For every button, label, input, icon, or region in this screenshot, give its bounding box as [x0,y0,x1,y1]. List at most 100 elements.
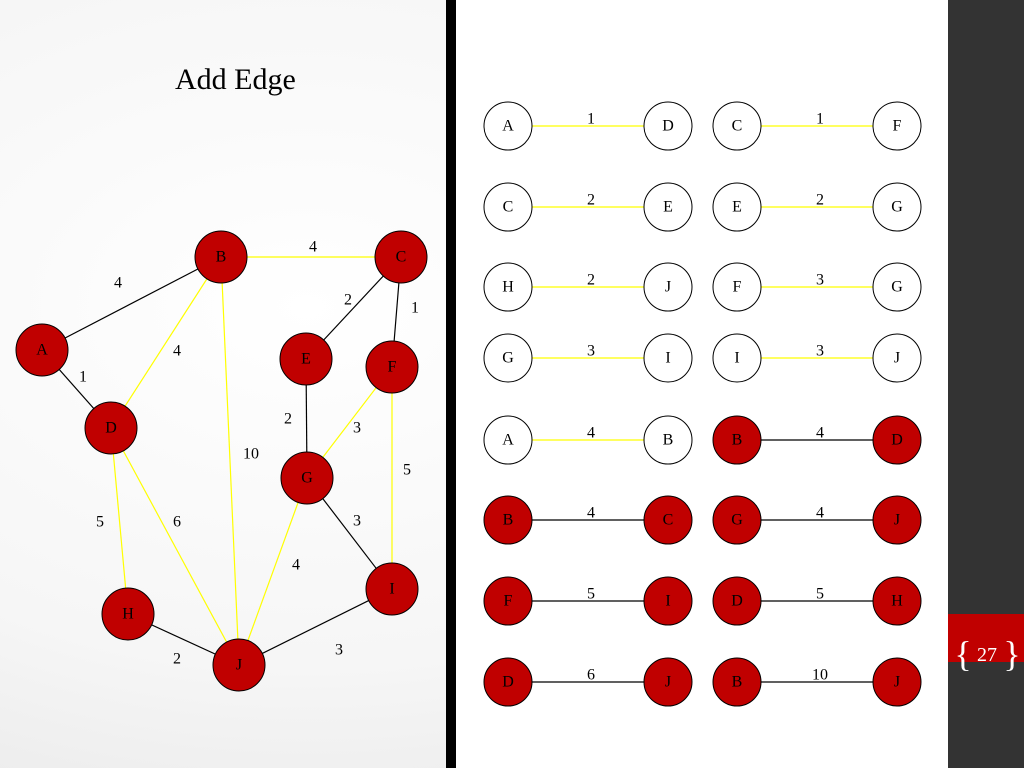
edge-list-node-to [872,262,922,312]
edge-list-item-hj: 2 H J [483,262,693,312]
edge-list-node-from [483,333,533,383]
graph-weight-f-g: 3 [353,420,361,437]
edge-list-node-to [643,657,693,707]
edge-list-node-label: E [732,199,742,216]
edge-list-node-from [483,262,533,312]
edge-list-node-to [643,101,693,151]
graph-node-label: E [301,351,311,368]
graph-weight-c-f: 1 [411,300,419,317]
edge-list-node-label: G [891,199,903,216]
edge-list-weight: 3 [587,343,595,360]
graph-edge-g-j [238,477,308,666]
edge-list-weight: 4 [587,425,595,442]
graph-edge-b-d [110,256,222,429]
graph-node-label: J [236,657,242,674]
edge-list-weight: 3 [816,272,824,289]
graph-node-b: B [194,230,248,284]
graph-node-circle [374,230,428,284]
edge-list-node-to [872,182,922,232]
graph-weight-e-g: 2 [284,411,292,428]
graph-edge-d-j [110,427,240,666]
graph-edge-a-b [41,256,222,351]
graph-node-e: E [279,332,333,386]
graph-edges [41,256,402,666]
graph-weight-a-b: 4 [114,275,122,292]
graph-node-f: F [365,340,419,394]
edge-list-weight: 4 [587,505,595,522]
graph-node-circle [101,587,155,641]
page-badge [948,614,1024,662]
graph-weight-a-d: 1 [79,369,87,386]
graph-node-circle [84,401,138,455]
edge-list-node-label: G [731,512,743,529]
graph-weight-b-c: 4 [309,239,317,256]
edge-list-node-from [712,101,762,151]
edge-list-weight: 6 [587,667,595,684]
edge-list-node-label: H [891,593,903,610]
edge-list-node-label: B [503,512,514,529]
edge-list-node-label: F [733,279,742,296]
edge-list-node-label: J [665,279,671,296]
graph-node-h: H [101,587,155,641]
brace-left: { [954,634,971,674]
edge-list-node-label: I [665,350,670,367]
graph-node-circle [365,340,419,394]
edge-list-node-label: D [662,118,674,135]
edge-list-node-to [872,415,922,465]
graph-weight-d-h: 5 [96,514,104,531]
graph-node-i: I [365,562,419,616]
edge-list-node-label: H [502,279,514,296]
graph-weight-g-i: 3 [353,513,361,530]
edge-list-node-label: J [894,350,900,367]
edge-list-node-to [643,182,693,232]
edge-list-node-from [712,657,762,707]
graph-weight-b-j: 10 [243,446,259,463]
graph-node-d: D [84,401,138,455]
edge-list-node-from [712,182,762,232]
edge-list-node-label: F [893,118,902,135]
brace-right: } [1003,634,1020,674]
edge-list-node-from [483,657,533,707]
edge-list-node-from [483,182,533,232]
edge-list-weight: 5 [587,586,595,603]
edge-list-weight: 4 [816,425,824,442]
graph-node-circle [212,638,266,692]
edge-list-node-label: J [665,674,671,691]
edge-list-node-label: D [891,432,903,449]
edge-list-node-to [872,576,922,626]
graph-node-circle [15,323,69,377]
edge-list-node-to [872,333,922,383]
edge-list-node-label: C [503,199,514,216]
edge-list-node-label: D [502,674,514,691]
edge-list-node-label: J [894,512,900,529]
divider-bar [446,0,456,768]
graph-edge-d-h [110,427,129,615]
edge-list-node-label: J [894,674,900,691]
graph-node-label: F [388,359,397,376]
graph-node-circle [279,332,333,386]
edge-list-node-from [483,576,533,626]
edge-list-node-label: C [663,512,674,529]
edge-list-weight: 1 [816,111,824,128]
edge-list-node-label: I [734,350,739,367]
edge-list-weight: 10 [812,667,828,684]
edge-list-node-from [712,262,762,312]
graph-edge-i-j [238,588,393,666]
edge-list-panel [455,0,948,768]
edge-list-weight: 2 [587,272,595,289]
edge-list-weight: 1 [587,111,595,128]
edge-list-node-to [872,101,922,151]
edge-list-node-from [483,101,533,151]
graph-node-c: C [374,230,428,284]
